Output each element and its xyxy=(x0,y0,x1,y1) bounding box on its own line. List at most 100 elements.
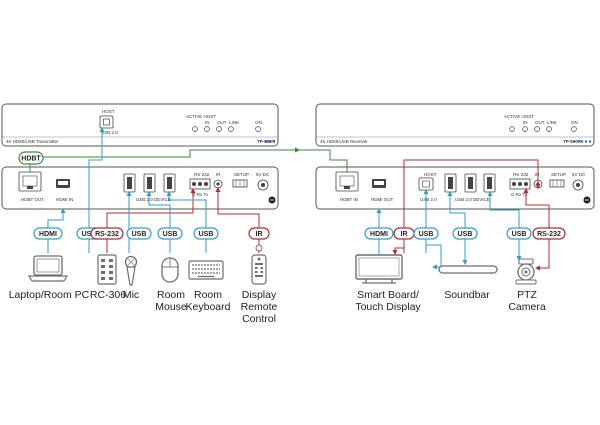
hdbt-in-port xyxy=(335,171,359,192)
rx-led-active-host xyxy=(509,126,515,132)
model-dots-icon xyxy=(580,140,592,143)
rx-led-label-out: OUT xyxy=(535,120,545,125)
hdbt-out-port xyxy=(18,171,42,192)
rx-port-label-usb20: USB 2.0 xyxy=(420,197,437,202)
port-label-rs232: RS-232 xyxy=(194,172,210,177)
transmitter-front-panel: 4K HDMI/USB Transmitter TP-590T HOST USB… xyxy=(1,103,279,147)
label-line: Control xyxy=(242,313,276,325)
tx-tag-usb-keyboard-label: USB xyxy=(199,231,214,238)
mouse-icon xyxy=(161,257,179,283)
tx-tag-hdmi-label: HDMI xyxy=(39,231,57,238)
label-line: Smart Board/ xyxy=(357,289,419,301)
hdbt-tag: HDBT xyxy=(18,151,44,165)
led-label-active-host: ACTIVE HOST xyxy=(186,114,216,119)
rx-led-on xyxy=(571,126,577,132)
rx-led-label-link: LINK xyxy=(547,120,557,125)
rx-port-label-hdmi-out: HDMI OUT xyxy=(371,197,393,202)
rx-port-label-usb-device: USB 2.0 DEVICE xyxy=(455,197,490,202)
rx-tag-usb-camera: USB xyxy=(506,227,532,240)
tx-tag-hdmi: HDMI xyxy=(33,227,63,240)
hdbt-tag-label: HDBT xyxy=(21,156,41,163)
rc306-keypad-icon xyxy=(97,254,117,285)
rx-usb-device-ports xyxy=(444,173,496,193)
microphone-icon xyxy=(124,255,138,286)
ptz-camera-icon xyxy=(515,258,537,285)
tx-tag-usb-mouse: USB xyxy=(157,227,183,240)
rx-tag-usb-soundbar: USB xyxy=(452,227,478,240)
label-line: Soundbar xyxy=(444,289,490,301)
port-label-usb-device: USB 2.0 DEVICE xyxy=(136,197,171,202)
rx-tag-ir: IR xyxy=(393,227,415,240)
port-label-hdbt-out: HDBT OUT xyxy=(21,197,44,202)
rs232-terminal xyxy=(189,178,211,190)
led-on xyxy=(255,126,261,132)
usb-device-ports xyxy=(123,173,176,193)
rc306-label: RC-306 xyxy=(90,289,126,301)
smart-board-icon xyxy=(355,254,403,284)
label-line: Mic xyxy=(123,289,139,301)
transmitter-name: 4K HDMI/USB Transmitter xyxy=(6,139,59,144)
tx-tag-usb-mic: USB xyxy=(126,227,152,240)
label-line: Mouse xyxy=(155,301,187,313)
rx-led-out xyxy=(534,126,540,132)
label-line: Camera xyxy=(508,301,546,313)
rx-led-label-on: ON xyxy=(571,120,578,125)
rx-led-label-in: IN xyxy=(523,120,528,125)
rx-tag-hdmi: HDMI xyxy=(364,227,394,240)
rx-tag-usb-host: USB xyxy=(413,227,439,240)
led-out xyxy=(216,126,222,132)
rx-port-label-5v-dc: 5V DC xyxy=(572,172,586,177)
transmitter-rear-panel: HDBT OUT HDMI IN USB 2.0 DEVICE RS-232 G… xyxy=(1,166,279,210)
label-line: RC-306 xyxy=(90,289,126,301)
rx-rs232-terminal xyxy=(509,178,531,190)
port-label-setup: SETUP xyxy=(234,172,249,177)
rx-tag-rs232-label: RS-232 xyxy=(537,231,561,238)
soundbar-label: Soundbar xyxy=(444,289,490,301)
port-label-g-rx-tx: G Rx Tx xyxy=(192,192,209,197)
label-line: Laptop/Room PC xyxy=(9,289,90,301)
led-label-in: IN xyxy=(205,120,210,125)
led-link xyxy=(228,126,234,132)
rx-led-in xyxy=(522,126,528,132)
port-label-hdmi-in: HDMI IN xyxy=(56,197,73,202)
laptop-icon xyxy=(27,255,69,282)
label-line: Room xyxy=(157,289,185,301)
remote-control-icon xyxy=(251,254,267,285)
ir-emitter-icon xyxy=(255,244,263,252)
rx-led-label-active-host: ACTIVE HOST xyxy=(504,114,534,119)
tx-tag-rs232-label: RS-232 xyxy=(95,231,119,238)
receiver-name: 4K HDMI/USB Receiver xyxy=(320,139,368,144)
receiver-rear-panel: HDBT IN HDMI OUT HOST USB 2.0 USB 2.0 DE… xyxy=(315,166,595,210)
label-line: Remote xyxy=(241,301,278,313)
label-line: PTZ xyxy=(517,289,537,301)
rx-tag-usb-soundbar-label: USB xyxy=(458,231,473,238)
label-line: Keyboard xyxy=(186,301,231,313)
tx-tag-ir-label: IR xyxy=(256,231,263,238)
receiver-front-panel: 4K HDMI/USB Receiver TP-590R ACTIVE HOST… xyxy=(315,103,595,147)
rx-tag-usb-camera-label: USB xyxy=(512,231,527,238)
smart-board-label: Smart Board/Touch Display xyxy=(355,289,421,313)
mic-label: Mic xyxy=(123,289,139,301)
rx-port-label-host: HOST xyxy=(424,172,437,177)
tx-tag-usb-mic-label: USB xyxy=(132,231,147,238)
led-label-link: LINK xyxy=(229,120,239,125)
rx-tag-hdmi-label: HDMI xyxy=(370,231,388,238)
rx-port-label-hdbt-in: HDBT IN xyxy=(340,197,358,202)
laptop-label: Laptop/Room PC xyxy=(9,289,90,301)
label-line: Touch Display xyxy=(355,301,421,313)
rx-tag-usb-host-label: USB xyxy=(419,231,434,238)
label-line: Display xyxy=(242,289,277,301)
label-line: Room xyxy=(194,289,222,301)
led-active-host xyxy=(192,126,198,132)
soundbar-icon xyxy=(438,265,498,274)
hdmi-out-port xyxy=(372,179,386,188)
rx-port-label-rs232: RS-232 xyxy=(513,172,529,177)
tx-tag-usb-laptop-label: USB xyxy=(82,231,97,238)
receiver-model: TP-590R xyxy=(563,139,582,144)
